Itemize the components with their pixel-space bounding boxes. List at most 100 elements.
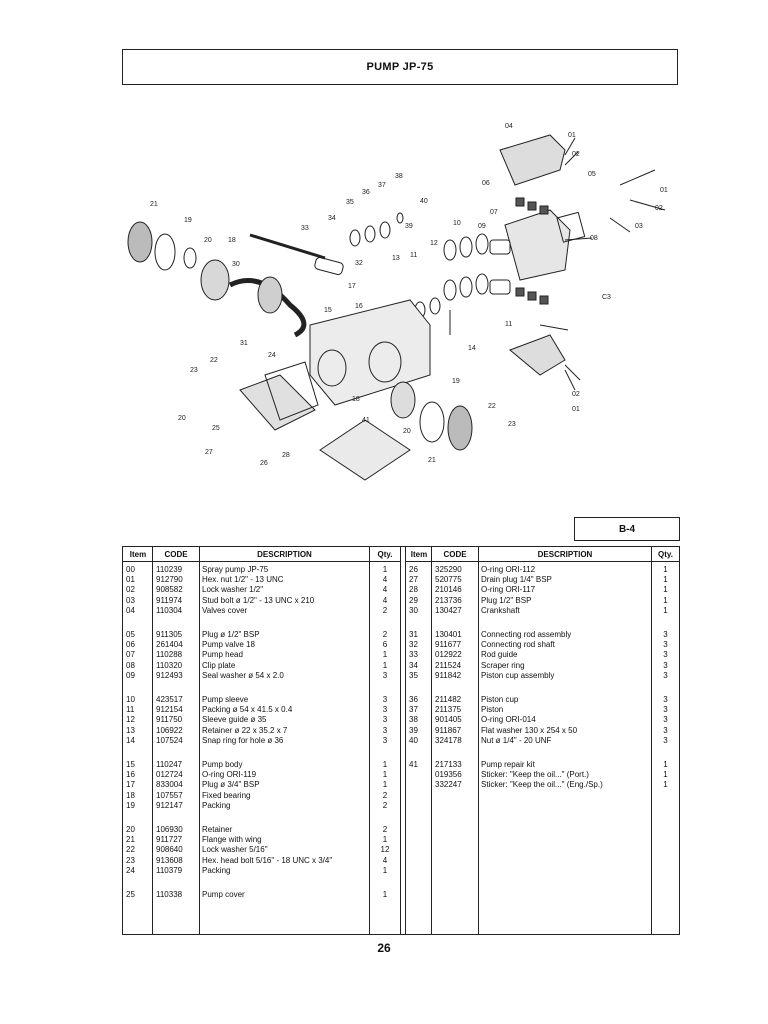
- cell-code: 912790: [156, 575, 183, 585]
- svg-text:33: 33: [301, 225, 309, 232]
- svg-text:26: 26: [260, 460, 268, 467]
- svg-text:41: 41: [362, 417, 370, 424]
- cell-description: Nut ø 1/4" - 20 UNF: [481, 735, 552, 745]
- svg-text:03: 03: [635, 223, 643, 230]
- cell-code: 012724: [156, 770, 183, 780]
- cell-description: Flange with wing: [202, 835, 262, 845]
- cell-description: Spray pump JP-75: [202, 565, 269, 574]
- svg-text:20: 20: [204, 237, 212, 244]
- cell-item: 18: [126, 790, 135, 800]
- cell-code: 913608: [156, 855, 183, 865]
- cell-code: 911727: [156, 835, 183, 845]
- cell-item: 39: [409, 725, 418, 735]
- cell-qty: 1: [663, 605, 668, 615]
- cell-description: Seal washer ø 54 x 2.0: [202, 670, 284, 680]
- cell-code: 217133: [435, 760, 462, 769]
- cell-code: 912493: [156, 670, 183, 680]
- svg-text:14: 14: [468, 345, 476, 352]
- cell-code: 912154: [156, 705, 183, 715]
- svg-text:10: 10: [453, 220, 461, 227]
- cell-item: 23: [126, 855, 135, 865]
- cell-code: 012922: [435, 650, 462, 660]
- page-title: PUMP JP-75: [366, 61, 434, 73]
- cell-item: 22: [126, 845, 135, 855]
- cell-code: 911842: [435, 670, 462, 680]
- cell-qty: 1: [382, 660, 388, 670]
- cell-item: 35: [409, 670, 418, 680]
- svg-text:35: 35: [346, 199, 354, 206]
- cell-item: 00: [126, 565, 135, 574]
- cell-qty: 2: [382, 790, 388, 800]
- cell-code: 423517: [156, 695, 183, 704]
- cell-item: 36: [409, 695, 418, 704]
- cell-description: Piston: [481, 705, 504, 715]
- cell-description: Sleeve guide ø 35: [202, 715, 267, 725]
- cell-code: 110320: [156, 660, 183, 670]
- cell-item: 31: [409, 630, 418, 639]
- cell-qty: 2: [382, 605, 388, 615]
- cell-qty: 4: [382, 585, 388, 595]
- cell-description: Pump valve 18: [202, 640, 255, 650]
- cell-description: Connecting rod shaft: [481, 640, 555, 650]
- cell-item: 16: [126, 770, 135, 780]
- cell-qty: 1: [382, 835, 388, 845]
- cell-description: Rod guide: [481, 650, 518, 660]
- cell-code: 325290: [435, 565, 462, 574]
- cell-item: 20: [126, 825, 135, 834]
- cell-item: 17: [126, 780, 135, 790]
- cell-code: 107524: [156, 735, 183, 745]
- cell-qty: 2: [382, 630, 388, 639]
- cell-qty: 1: [663, 595, 668, 605]
- cell-code: 833004: [156, 780, 183, 790]
- svg-text:01: 01: [660, 187, 668, 194]
- header-qty: Qty.: [658, 550, 673, 559]
- page-title-box: PUMP JP-75: [122, 49, 678, 85]
- cell-item: 07: [126, 650, 135, 660]
- cell-qty: 1: [382, 770, 388, 780]
- cell-code: 110239: [156, 565, 183, 574]
- cell-description: Packing: [202, 865, 231, 875]
- header-description: DESCRIPTION: [537, 550, 593, 559]
- cell-description: Lock washer 5/16": [202, 845, 268, 855]
- svg-text:23: 23: [508, 421, 516, 428]
- cell-description: O-ring ORI-117: [481, 585, 536, 595]
- cell-code: 019356: [435, 770, 462, 780]
- cell-code: 332247: [435, 780, 462, 790]
- svg-text:15: 15: [324, 307, 332, 314]
- cell-item: 13: [126, 725, 135, 735]
- svg-text:40: 40: [420, 198, 428, 205]
- cell-qty: 1: [382, 760, 388, 769]
- cell-item: 37: [409, 705, 418, 715]
- cell-description: Sticker: "Keep the oil..." (Eng./Sp.): [481, 780, 603, 790]
- cell-code: 107557: [156, 790, 183, 800]
- cell-description: Piston cup assembly: [481, 670, 555, 680]
- svg-text:01: 01: [568, 132, 576, 139]
- cell-qty: 3: [382, 715, 388, 725]
- cell-qty: 1: [382, 865, 388, 875]
- cell-item: 26: [409, 565, 418, 574]
- cell-description: Piston cup: [481, 695, 519, 704]
- cell-qty: 4: [382, 855, 388, 865]
- cell-qty: 1: [382, 565, 388, 574]
- cell-code: 911974: [156, 595, 183, 605]
- cell-qty: 3: [663, 650, 668, 660]
- svg-text:01: 01: [572, 406, 580, 413]
